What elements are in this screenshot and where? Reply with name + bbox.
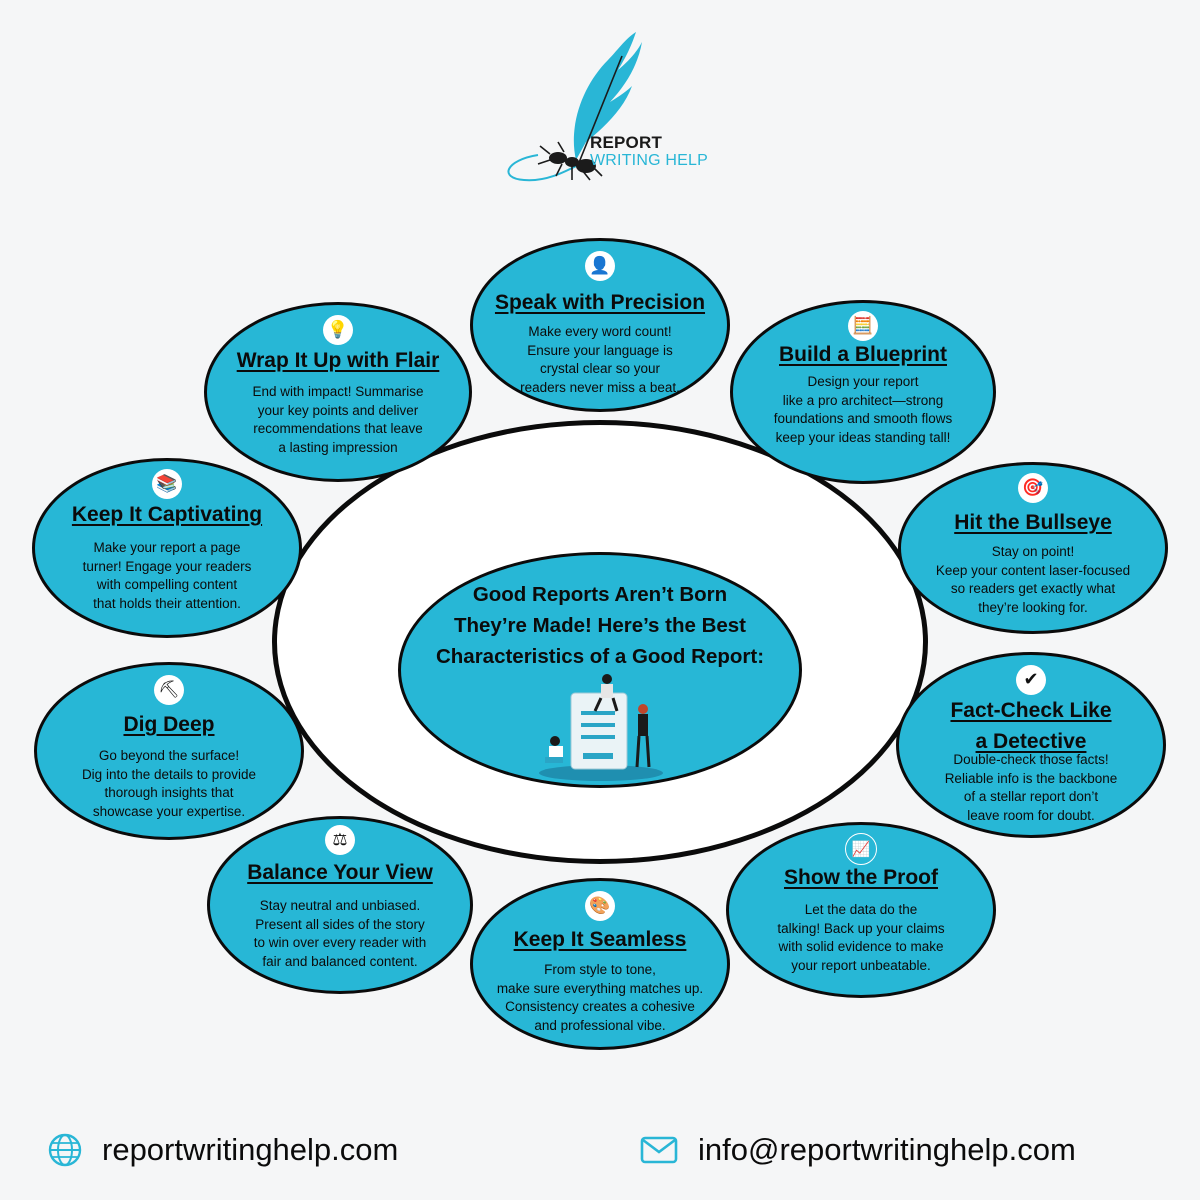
email-link[interactable]: info@reportwritinghelp.com [698,1132,1076,1167]
bubble-keep-it-captivating: 📚 Keep It Captivating Make your report a… [32,458,302,638]
bubble-body: Design your report like a pro architect—… [773,374,953,445]
bubble-body: From style to tone, make sure everything… [496,962,704,1033]
brand-logo: REPORT WRITING HELP [498,30,728,190]
brand-line-1: REPORT [590,133,663,152]
bubble-title: Fact-Check Like a Detective [950,699,1112,753]
bubble-body: Make your report a page turner! Engage y… [82,540,252,611]
bubble-body: Go beyond the surface! Dig into the deta… [81,748,257,819]
bubble-dig-deep: ⛏ Dig Deep Go beyond the surface! Dig in… [34,662,304,840]
palette-icon: 🎨 [585,891,615,921]
brand-line-2: WRITING HELP [590,152,708,169]
bubble-body: Let the data do the talking! Back up you… [777,902,945,973]
center-heading: Good Reports Aren’t Born They’re Made! H… [435,583,765,668]
bubble-title: Hit the Bullseye [954,511,1112,534]
bubble-title: Build a Blueprint [779,343,947,366]
bubble-title: Show the Proof [784,866,938,889]
bubble-title: Keep It Captivating [71,503,263,526]
quill-ant-logo [507,32,642,182]
bubble-speak-with-precision: 👤 Speak with Precision Make every word c… [470,238,730,412]
chart-icon: 📈 [845,833,877,865]
bubble-body: Double-check those facts! Reliable info … [944,752,1118,823]
bubble-title: Dig Deep [123,713,215,736]
bubble-build-a-blueprint: 🧮 Build a Blueprint Design your report l… [730,300,996,484]
bubble-title: Wrap It Up with Flair [236,349,440,372]
brand-name: REPORT WRITING HELP [590,134,708,170]
footer-email: info@reportwritinghelp.com [640,1128,1076,1172]
center-bubble: Good Reports Aren’t Born They’re Made! H… [398,552,802,788]
lightbulb-icon: 💡 [323,315,353,345]
bubble-show-the-proof: 📈 Show the Proof Let the data do the tal… [726,822,996,998]
scales-icon: ⚖ [325,825,355,855]
bubble-fact-check-like-a-detective: ✔ Fact-Check Like a Detective Double-che… [896,652,1166,838]
bubble-body: Stay on point! Keep your content laser-f… [935,544,1131,615]
website-link[interactable]: reportwritinghelp.com [102,1132,399,1167]
globe-icon [48,1133,82,1167]
footer-website: reportwritinghelp.com [48,1128,398,1172]
envelope-icon [640,1136,678,1164]
person-icon: 👤 [585,251,615,281]
bubble-keep-it-seamless: 🎨 Keep It Seamless From style to tone, m… [470,878,730,1050]
bubble-wrap-it-up-with-flair: 💡 Wrap It Up with Flair End with impact!… [204,302,472,482]
bubble-title: Keep It Seamless [513,928,687,951]
bubble-body: Make every word count! Ensure your langu… [520,324,680,395]
target-icon: 🎯 [1018,473,1048,503]
checkmark-icon: ✔ [1016,665,1046,695]
calculator-icon: 🧮 [848,311,878,341]
bubble-title: Balance Your View [247,861,433,884]
bubble-title: Speak with Precision [494,291,706,314]
bubble-body: Stay neutral and unbiased. Present all s… [253,898,427,969]
bubble-body: End with impact! Summarise your key poin… [252,384,424,455]
people-report-illustration [539,674,663,781]
bubble-hit-the-bullseye: 🎯 Hit the Bullseye Stay on point! Keep y… [898,462,1168,634]
bubble-balance-your-view: ⚖ Balance Your View Stay neutral and unb… [207,816,473,994]
shovel-icon: ⛏ [154,675,184,705]
books-icon: 📚 [152,469,182,499]
